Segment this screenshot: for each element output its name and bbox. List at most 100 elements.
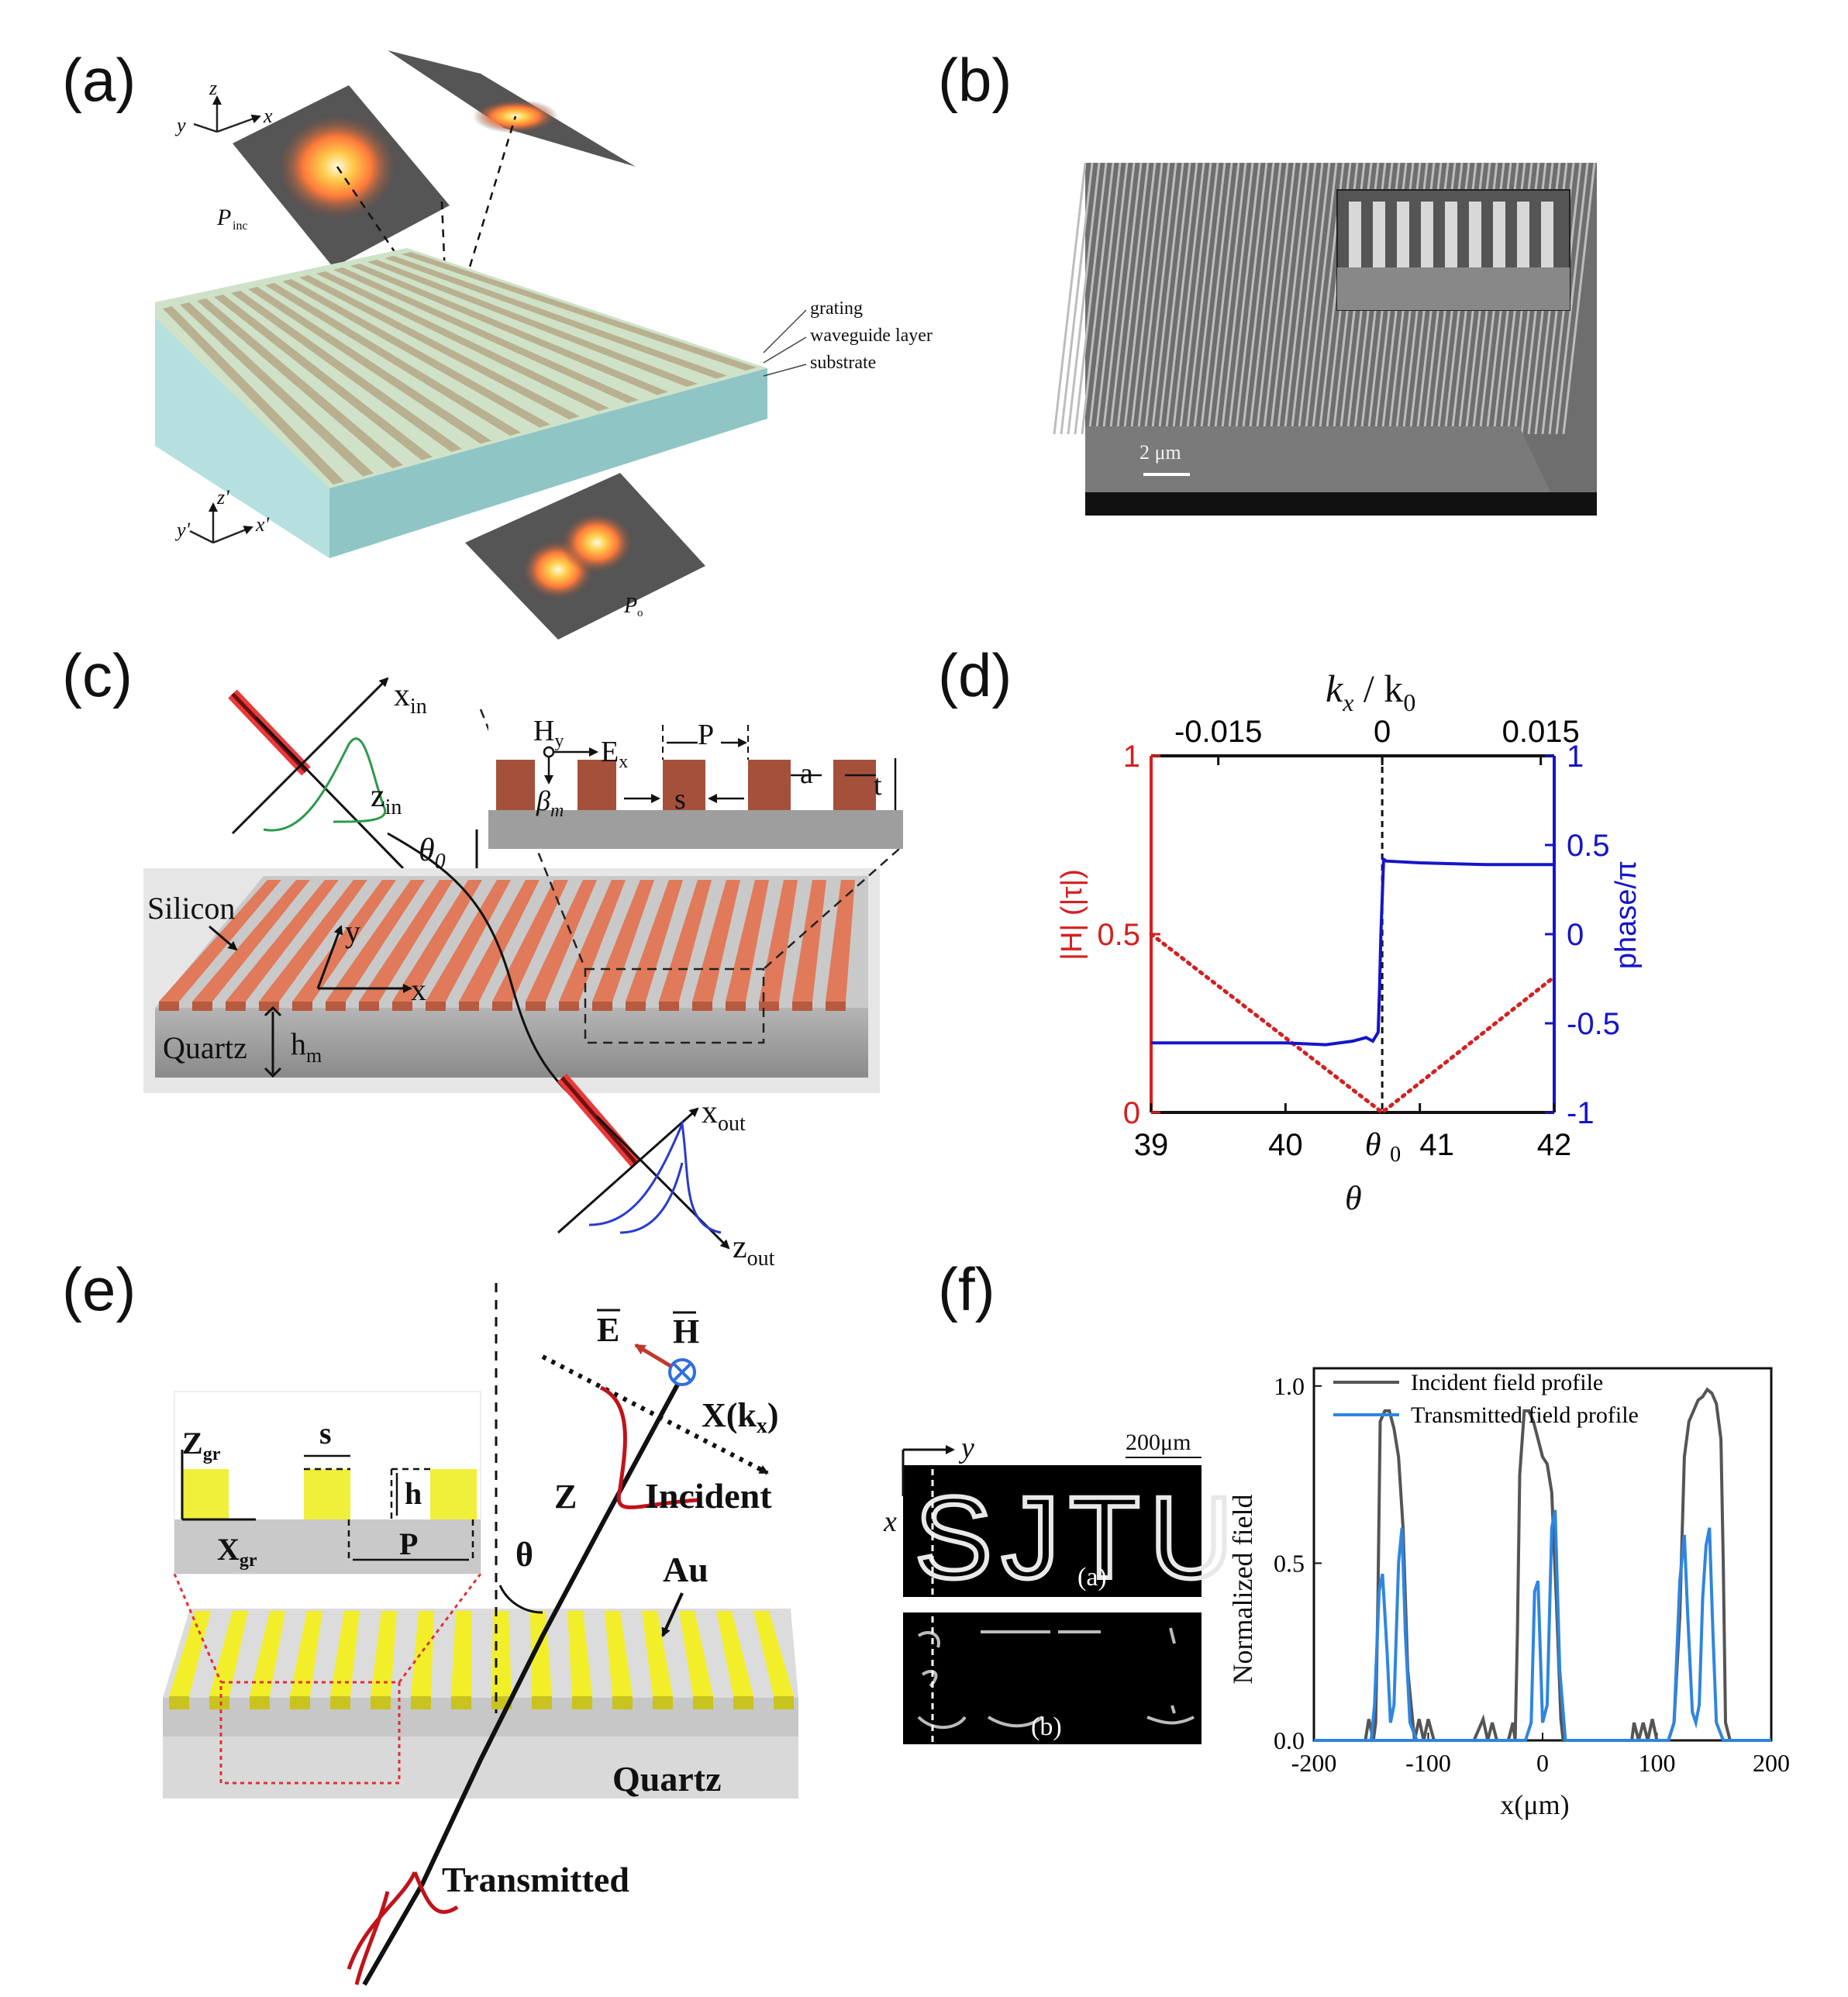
left-tick-label: 0.5 (1097, 918, 1140, 952)
sem-line (1067, 162, 1101, 435)
panel-a: (a) x y z P inc θ (62, 46, 933, 640)
silicon-ridge (292, 880, 396, 1002)
right-tick-label: 1 (1567, 740, 1584, 774)
left-tick-label: 0 (1123, 1096, 1140, 1130)
sem-line (1255, 162, 1289, 435)
z-out-label: zout (733, 1230, 775, 1271)
slab-front-face (329, 368, 767, 558)
au-ridge-front (209, 1696, 229, 1709)
silicon-ridge (392, 880, 482, 1002)
layer-leaders (763, 309, 807, 377)
image-b-features (917, 1627, 1195, 1730)
sem-line (1150, 162, 1184, 435)
sem-line (1164, 162, 1198, 435)
inset-beta: βm (536, 785, 564, 821)
panel-c: (c) xin zin θ0 Silicon Quartz hm x y (62, 641, 903, 1271)
sem-inset-ridges (1349, 202, 1553, 271)
y-axis-title-f: Normalized field (1227, 1495, 1258, 1685)
x-tick-label: 39 (1134, 1128, 1169, 1162)
grating-ridge (282, 279, 550, 428)
axis-x-c: x (411, 972, 426, 1007)
sem-substrate (1085, 426, 1550, 492)
panel-a-axes-top (193, 95, 261, 133)
silicon-ridge (359, 880, 453, 1002)
au-ridge-front (693, 1696, 713, 1709)
series-magnitude (1149, 932, 1557, 1116)
inset-e-s: s (319, 1416, 332, 1450)
sem-info-bar (1085, 492, 1597, 516)
sem-line (1122, 162, 1157, 435)
sem-line (1304, 162, 1338, 435)
grating-ridge (180, 302, 374, 477)
right-tick-label: -1 (1567, 1096, 1595, 1130)
silicon-ridge-front (759, 1002, 779, 1011)
sem-line (1220, 162, 1254, 435)
layer-substrate: substrate (810, 353, 876, 373)
silicon-ridge (426, 880, 511, 1002)
sem-line (1262, 162, 1296, 435)
hm-label: hm (291, 1026, 322, 1067)
theta-label-e: θ (515, 1536, 533, 1574)
silicon-ridge (826, 880, 855, 1002)
inset-p: P (698, 719, 714, 751)
right-axis-title-d: phase/π (1610, 861, 1643, 969)
inset-a: a (800, 757, 813, 790)
sem-inset-ridge (1469, 202, 1481, 271)
au-ridge (290, 1611, 322, 1696)
grating-ridge (384, 256, 727, 379)
x-tick-label: 41 (1419, 1128, 1454, 1162)
image-a (903, 1465, 1202, 1597)
axis-x-label: x (263, 105, 273, 127)
silicon-ridge (626, 880, 683, 1002)
inset-c-ridges (496, 760, 876, 810)
inset-hy: Hy (533, 715, 564, 751)
panel-c-coord-axes (316, 925, 412, 993)
incident-label: P (216, 205, 231, 230)
silicon-ridge (492, 880, 568, 1002)
top-tick-label: 0 (1374, 715, 1391, 749)
y-tick-label-f: 1.0 (1274, 1372, 1305, 1400)
x-in-label: xin (394, 678, 427, 719)
quartz-e (163, 1698, 798, 1737)
silicon-ridge-front (192, 1002, 212, 1011)
panel-c-label: (c) (62, 641, 133, 709)
grating-ridge (299, 275, 580, 419)
transmitted-profile-e (346, 1871, 459, 1985)
silicon-ridge-front (526, 1002, 546, 1011)
sem-line (1157, 162, 1191, 435)
silicon-ridge (659, 880, 712, 1002)
sem-line (1178, 162, 1212, 435)
sem-inset-ridge (1445, 202, 1457, 271)
h-vector-label: H (673, 1312, 699, 1350)
panel-e: (e) Zgr Xgr s h P (62, 1255, 798, 1986)
silicon-ridge-front (226, 1002, 246, 1011)
silicon-ridge-front (359, 1002, 379, 1011)
sem-inset-ridge (1493, 202, 1505, 271)
x-tick-label-f: 100 (1639, 1749, 1676, 1777)
silicon-ridge-front (292, 1002, 312, 1011)
grating-ridges (163, 252, 757, 485)
sem-line (1555, 162, 1589, 435)
au-ridge (642, 1611, 673, 1696)
silicon-ridge (526, 880, 597, 1002)
au-ridge-front (290, 1696, 310, 1709)
sem-line (1060, 162, 1094, 435)
silicon-ridge (459, 880, 540, 1002)
e-field-arrow (634, 1343, 672, 1368)
sem-line (1081, 162, 1115, 435)
image-f-axes (902, 1445, 955, 1496)
grating-ridge (197, 298, 403, 468)
y-tick-label-f: 0.5 (1274, 1549, 1305, 1577)
left-axis-title-d: |H| (|τ|) (1056, 869, 1088, 961)
right-tick-label: 0.5 (1567, 829, 1610, 863)
silicon-label: Silicon (147, 891, 235, 926)
silicon-ridge (226, 880, 339, 1002)
axis-y-label: y (174, 114, 186, 136)
sem-line (1143, 162, 1177, 435)
sem-line (1136, 162, 1171, 435)
silicon-ridge-front (792, 1002, 812, 1011)
au-ridge-front (371, 1696, 391, 1709)
silicon-ridge-front (426, 1002, 446, 1011)
